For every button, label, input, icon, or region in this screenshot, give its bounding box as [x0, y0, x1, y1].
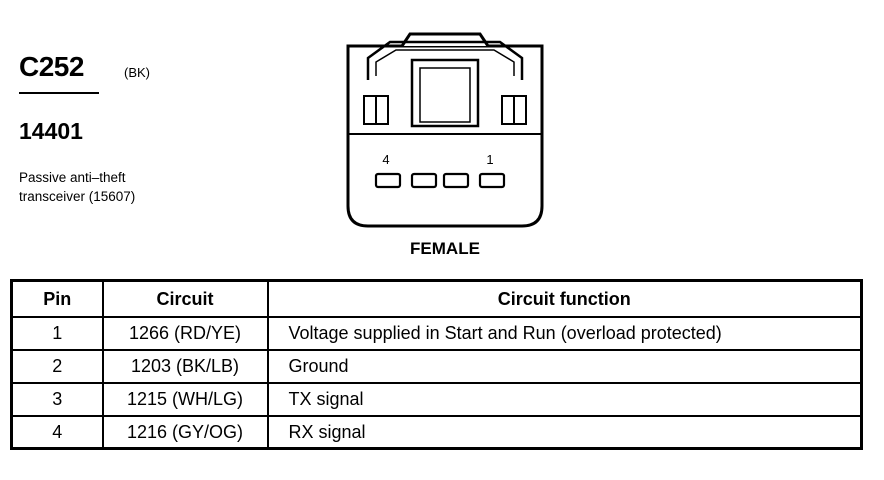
connector-face-diagram: 4 1: [346, 32, 544, 228]
connector-id: C252: [19, 51, 84, 82]
table-row: 4 1216 (GY/OG) RX signal: [10, 414, 863, 450]
circuit-cell: 1216 (GY/OG): [101, 414, 269, 450]
table-row: 1 1266 (RD/YE) Voltage supplied in Start…: [10, 315, 863, 351]
header-circuit: Circuit: [101, 279, 269, 318]
function-cell: TX signal: [266, 381, 863, 417]
part-number: 14401: [19, 118, 83, 144]
latch-bay: [366, 40, 524, 80]
description-line-1: Passive anti–theft: [19, 170, 126, 185]
circuit-cell: 1215 (WH/LG): [101, 381, 269, 417]
circuit-cell: 1203 (BK/LB): [101, 348, 269, 384]
pin-cell: 1: [10, 315, 104, 351]
connector-gender-label: FEMALE: [410, 239, 480, 258]
pin-cell: 3: [10, 381, 104, 417]
header-pin: Pin: [10, 279, 104, 318]
function-cell: Voltage supplied in Start and Run (overl…: [266, 315, 863, 351]
function-cell: RX signal: [266, 414, 863, 450]
description-line-2: transceiver (15607): [19, 189, 136, 204]
cavity-label-1: 1: [486, 152, 493, 167]
header-function: Circuit function: [266, 279, 863, 318]
circuit-cell: 1266 (RD/YE): [101, 315, 269, 351]
cavity-3: [410, 172, 438, 189]
title-underline: [19, 92, 99, 94]
component-description: Passive anti–theft transceiver (15607): [19, 168, 135, 206]
table-header-row: Pin Circuit Circuit function: [10, 279, 863, 318]
latch-tab: [400, 32, 490, 47]
table-row: 3 1215 (WH/LG) TX signal: [10, 381, 863, 417]
cavity-2: [442, 172, 470, 189]
latch-block: [410, 58, 480, 128]
cavity-1: [478, 172, 506, 189]
connector-color: (BK): [124, 65, 150, 80]
cavity-4: [374, 172, 402, 189]
pin-cell: 4: [10, 414, 104, 450]
cavity-label-4: 4: [382, 152, 389, 167]
table-row: 2 1203 (BK/LB) Ground: [10, 348, 863, 384]
pin-cell: 2: [10, 348, 104, 384]
pinout-table: Pin Circuit Circuit function 1 1266 (RD/…: [10, 279, 863, 450]
function-cell: Ground: [266, 348, 863, 384]
